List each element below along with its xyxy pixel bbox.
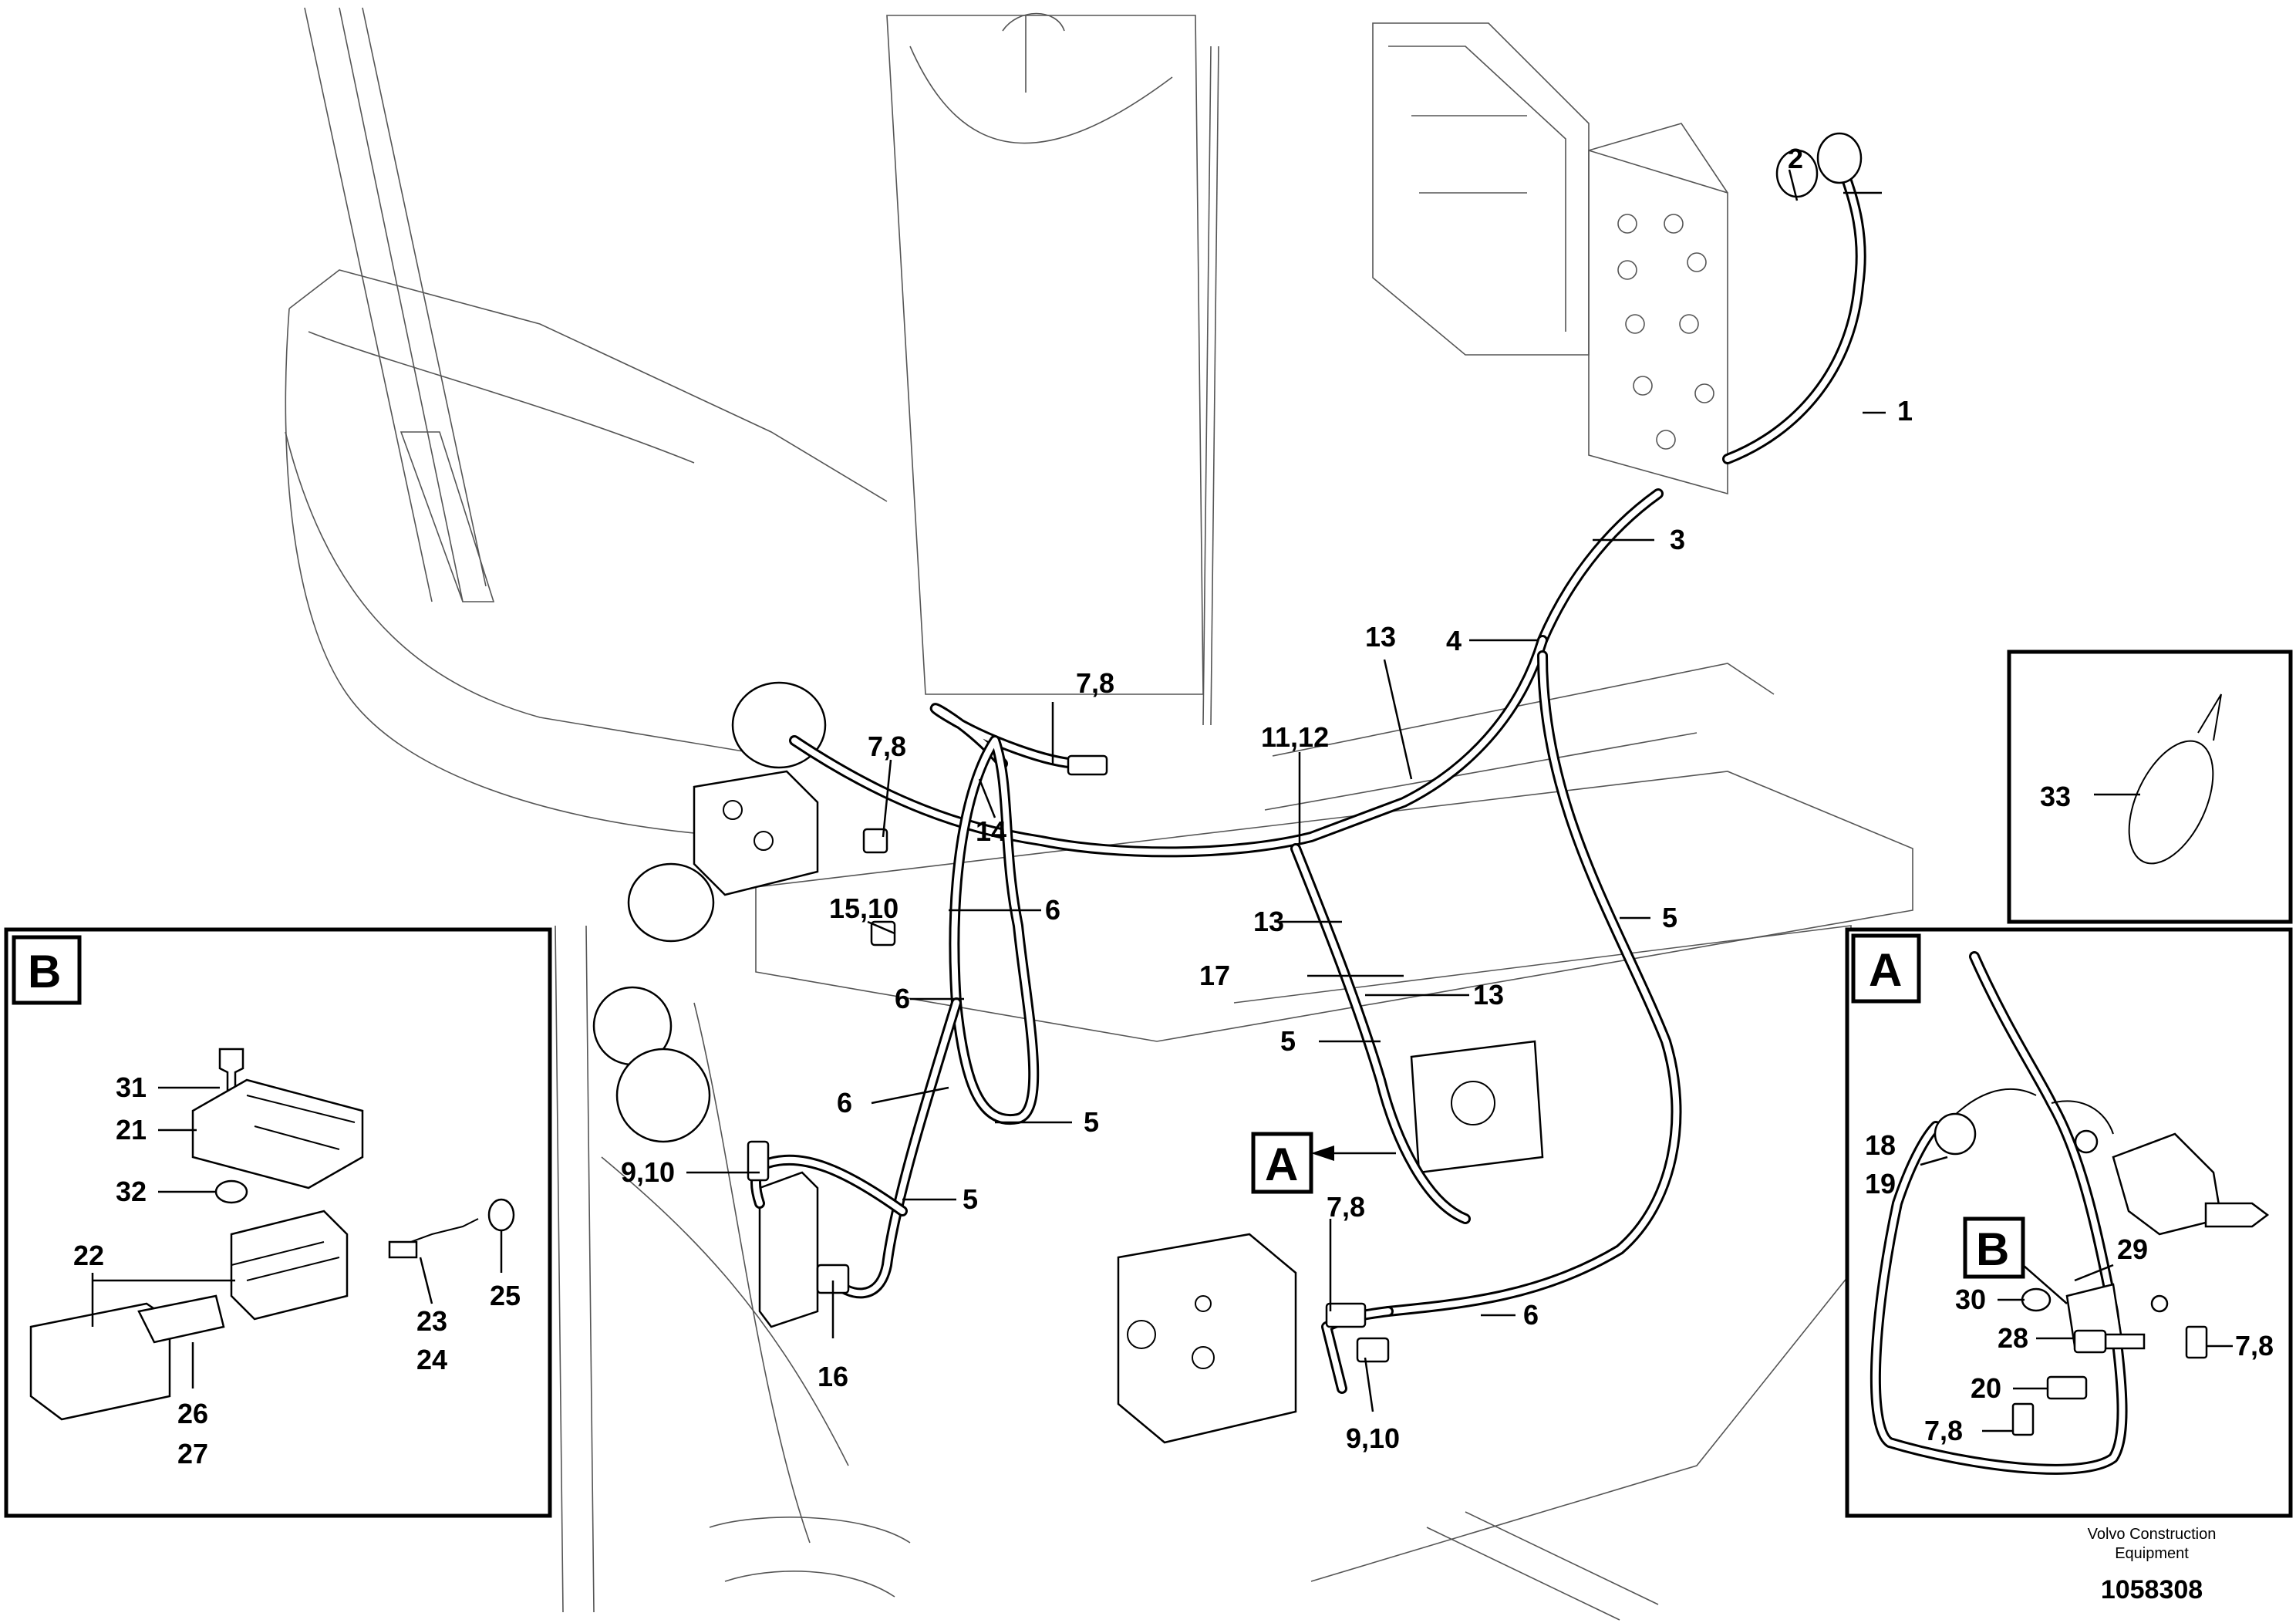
washer-part	[214, 1179, 248, 1204]
callout-14: 14	[976, 815, 1006, 847]
document-number: 1058308	[2101, 1575, 2203, 1604]
relay-part	[29, 1302, 171, 1421]
brand-line-1: Volvo Construction	[2088, 1526, 2217, 1543]
detail-b-label-22: 22	[73, 1240, 104, 1271]
callout-13-top: 13	[1365, 621, 1396, 653]
leader-lines	[686, 169, 1886, 1412]
detail-a-label-29: 29	[2117, 1233, 2148, 1265]
callout-5-mid: 5	[1280, 1025, 1296, 1057]
callout-17: 17	[1199, 960, 1230, 991]
callout-6-d: 6	[1523, 1299, 1539, 1331]
callout-9-10-low: 9,10	[1346, 1422, 1400, 1454]
detail-a-label-19: 19	[1865, 1168, 1896, 1200]
relay-holder-part	[191, 1078, 364, 1189]
callout-13-low: 13	[1473, 979, 1504, 1011]
detail-b-label-24: 24	[416, 1344, 447, 1375]
detail-tie-label-33: 33	[2040, 781, 2071, 812]
seal-plug-part	[487, 1198, 515, 1232]
view-a-marker: A	[1251, 1132, 1396, 1194]
callout-labels: 1 2 3 4 13 7,8 7,8 11,12 14 15,10 6 13 5…	[621, 143, 1913, 1454]
detail-b-label-25: 25	[490, 1280, 521, 1311]
connector-a2-part	[2011, 1402, 2035, 1436]
callout-7-8-left: 7,8	[868, 731, 906, 762]
callout-5-left: 5	[1084, 1106, 1099, 1138]
detail-a-b-marker: B	[1976, 1223, 2009, 1275]
machine-outline	[285, 7, 1913, 1621]
footer: Volvo Construction Equipment 1058308	[2088, 1526, 2217, 1604]
cable-tie-part	[2128, 740, 2214, 865]
detail-a-panel: A B 18 19 29 30 28 20	[1845, 927, 2293, 1518]
detail-a-label-28: 28	[1998, 1322, 2028, 1354]
callout-5-low: 5	[963, 1183, 978, 1215]
callout-6-b: 6	[895, 983, 910, 1014]
screw-part	[2104, 1333, 2146, 1350]
detail-cable-tie-panel: 33	[2007, 650, 2293, 924]
relay-socket-part	[137, 1294, 225, 1344]
callout-6-a: 6	[1045, 894, 1060, 926]
callout-13-mid: 13	[1253, 906, 1284, 937]
detail-b-label-31: 31	[116, 1071, 147, 1103]
detail-a-label-7-8-left: 7,8	[1924, 1415, 1963, 1446]
callout-7-8-low: 7,8	[1327, 1191, 1365, 1223]
callout-11-12: 11,12	[1261, 721, 1329, 753]
detail-b-label-23: 23	[416, 1305, 447, 1337]
round-connector-part	[1934, 1112, 1977, 1156]
callout-7-8-top: 7,8	[1076, 667, 1114, 699]
callout-5-right: 5	[1662, 902, 1677, 933]
callout-15-10: 15,10	[829, 892, 899, 924]
callout-4: 4	[1446, 625, 1462, 656]
detail-b-label-27: 27	[177, 1438, 208, 1469]
callout-9-10-left: 9,10	[621, 1156, 675, 1188]
detail-b-label-21: 21	[116, 1114, 147, 1146]
washer-a-part	[2021, 1287, 2052, 1312]
callout-2: 2	[1788, 143, 1803, 174]
detail-a-label-7-8-right: 7,8	[2235, 1330, 2274, 1361]
view-a-tag: A	[1265, 1139, 1298, 1190]
detail-a-label-20: 20	[1971, 1372, 2001, 1404]
callout-1: 1	[1897, 395, 1913, 427]
wiring-harness	[747, 132, 1866, 1394]
detail-b-label-32: 32	[116, 1176, 147, 1207]
detail-a-label-18: 18	[1865, 1129, 1896, 1161]
brand-line-2: Equipment	[2115, 1545, 2189, 1562]
connector-a1-part	[2185, 1325, 2208, 1359]
fuse-holder-part	[2046, 1375, 2088, 1400]
callout-16: 16	[818, 1361, 848, 1392]
detail-b-panel: B 31 21 32 22 23 24 25 26 27	[4, 927, 552, 1518]
detail-a-label-30: 30	[1955, 1284, 1986, 1315]
callout-6-c: 6	[837, 1087, 852, 1119]
detail-b-tag: B	[28, 946, 61, 997]
detail-b-label-26: 26	[177, 1398, 208, 1429]
connector-housing-part	[230, 1210, 349, 1321]
detail-a-tag: A	[1869, 944, 1902, 996]
callout-3: 3	[1670, 524, 1685, 555]
